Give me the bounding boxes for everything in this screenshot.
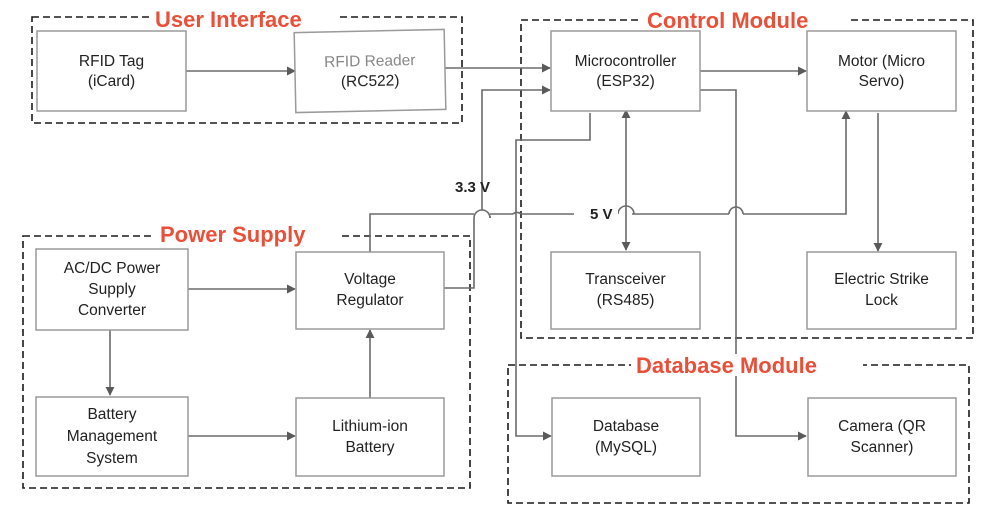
microcontroller-line-1: Microcontroller bbox=[575, 53, 677, 70]
voltage-label-3v3: 3.3 V bbox=[455, 179, 490, 196]
rfid-reader-line-2: (RC522) bbox=[341, 72, 400, 90]
electric-strike-line-1: Electric Strike bbox=[834, 271, 929, 288]
regulator-line-2: Regulator bbox=[336, 292, 403, 309]
block-transceiver: Transceiver (RS485) bbox=[550, 251, 701, 330]
line-33v-vertical bbox=[444, 218, 475, 289]
bms-line-3: System bbox=[86, 450, 138, 467]
database-module-group bbox=[507, 364, 970, 504]
line-5v-hop-db bbox=[512, 211, 522, 215]
motor-line-1: Motor (Micro bbox=[838, 53, 925, 70]
electric-strike-line-2: Lock bbox=[865, 292, 898, 309]
camera-line-1: Camera (QR bbox=[838, 418, 926, 435]
database-line-2: (MySQL) bbox=[595, 439, 657, 456]
arrow-33v-to-mcu bbox=[481, 85, 551, 210]
battery-line-2: Battery bbox=[345, 439, 394, 456]
transceiver-line-1: Transceiver bbox=[585, 271, 665, 288]
block-database: Database (MySQL) bbox=[551, 397, 701, 477]
arrow-5v-to-motor bbox=[743, 110, 851, 215]
control-module-title: Control Module bbox=[647, 8, 808, 33]
line-33v-hop bbox=[473, 209, 491, 219]
microcontroller-line-2: (ESP32) bbox=[596, 73, 655, 90]
block-motor: Motor (Micro Servo) bbox=[806, 30, 957, 112]
arrow-mcu-to-camera bbox=[700, 89, 807, 441]
block-electric-strike: Electric Strike Lock bbox=[806, 251, 957, 330]
block-acdc-converter: AC/DC Power Supply Converter bbox=[35, 248, 189, 331]
voltage-label-5v: 5 V bbox=[590, 206, 613, 223]
acdc-line-1: AC/DC Power bbox=[64, 260, 160, 277]
bms-line-1: Battery bbox=[87, 406, 136, 423]
block-rfid-reader: RFID Reader (RC522) bbox=[293, 28, 447, 114]
line-5v-left bbox=[369, 213, 474, 252]
acdc-line-3: Converter bbox=[78, 302, 146, 319]
regulator-line-1: Voltage bbox=[344, 271, 396, 288]
transceiver-line-2: (RS485) bbox=[597, 292, 655, 309]
block-microcontroller: Microcontroller (ESP32) bbox=[550, 30, 701, 112]
line-5v-hop-cam bbox=[728, 206, 744, 215]
connections bbox=[105, 63, 883, 441]
power-supply-title: Power Supply bbox=[160, 222, 306, 247]
rfid-tag-line-2: (iCard) bbox=[88, 73, 135, 90]
block-voltage-regulator: Voltage Regulator bbox=[295, 251, 445, 330]
user-interface-title: User Interface bbox=[155, 7, 302, 32]
bms-line-2: Management bbox=[67, 428, 158, 445]
block-battery-management: Battery Management System bbox=[35, 396, 189, 477]
database-module-title: Database Module bbox=[636, 353, 817, 378]
block-rfid-tag: RFID Tag (iCard) bbox=[36, 30, 187, 112]
rfid-reader-line-1: RFID Reader bbox=[324, 52, 416, 71]
line-5v-hop-trx bbox=[617, 205, 635, 215]
arrow-mcu-to-database bbox=[515, 113, 591, 441]
database-line-1: Database bbox=[593, 418, 659, 435]
battery-line-1: Lithium-ion bbox=[332, 418, 408, 435]
motor-line-2: Servo) bbox=[859, 73, 905, 90]
camera-line-2: Scanner) bbox=[851, 439, 914, 456]
block-camera: Camera (QR Scanner) bbox=[807, 397, 957, 477]
block-lithium-battery: Lithium-ion Battery bbox=[295, 397, 445, 477]
rfid-tag-line-1: RFID Tag bbox=[79, 53, 144, 70]
acdc-line-2: Supply bbox=[88, 281, 136, 298]
